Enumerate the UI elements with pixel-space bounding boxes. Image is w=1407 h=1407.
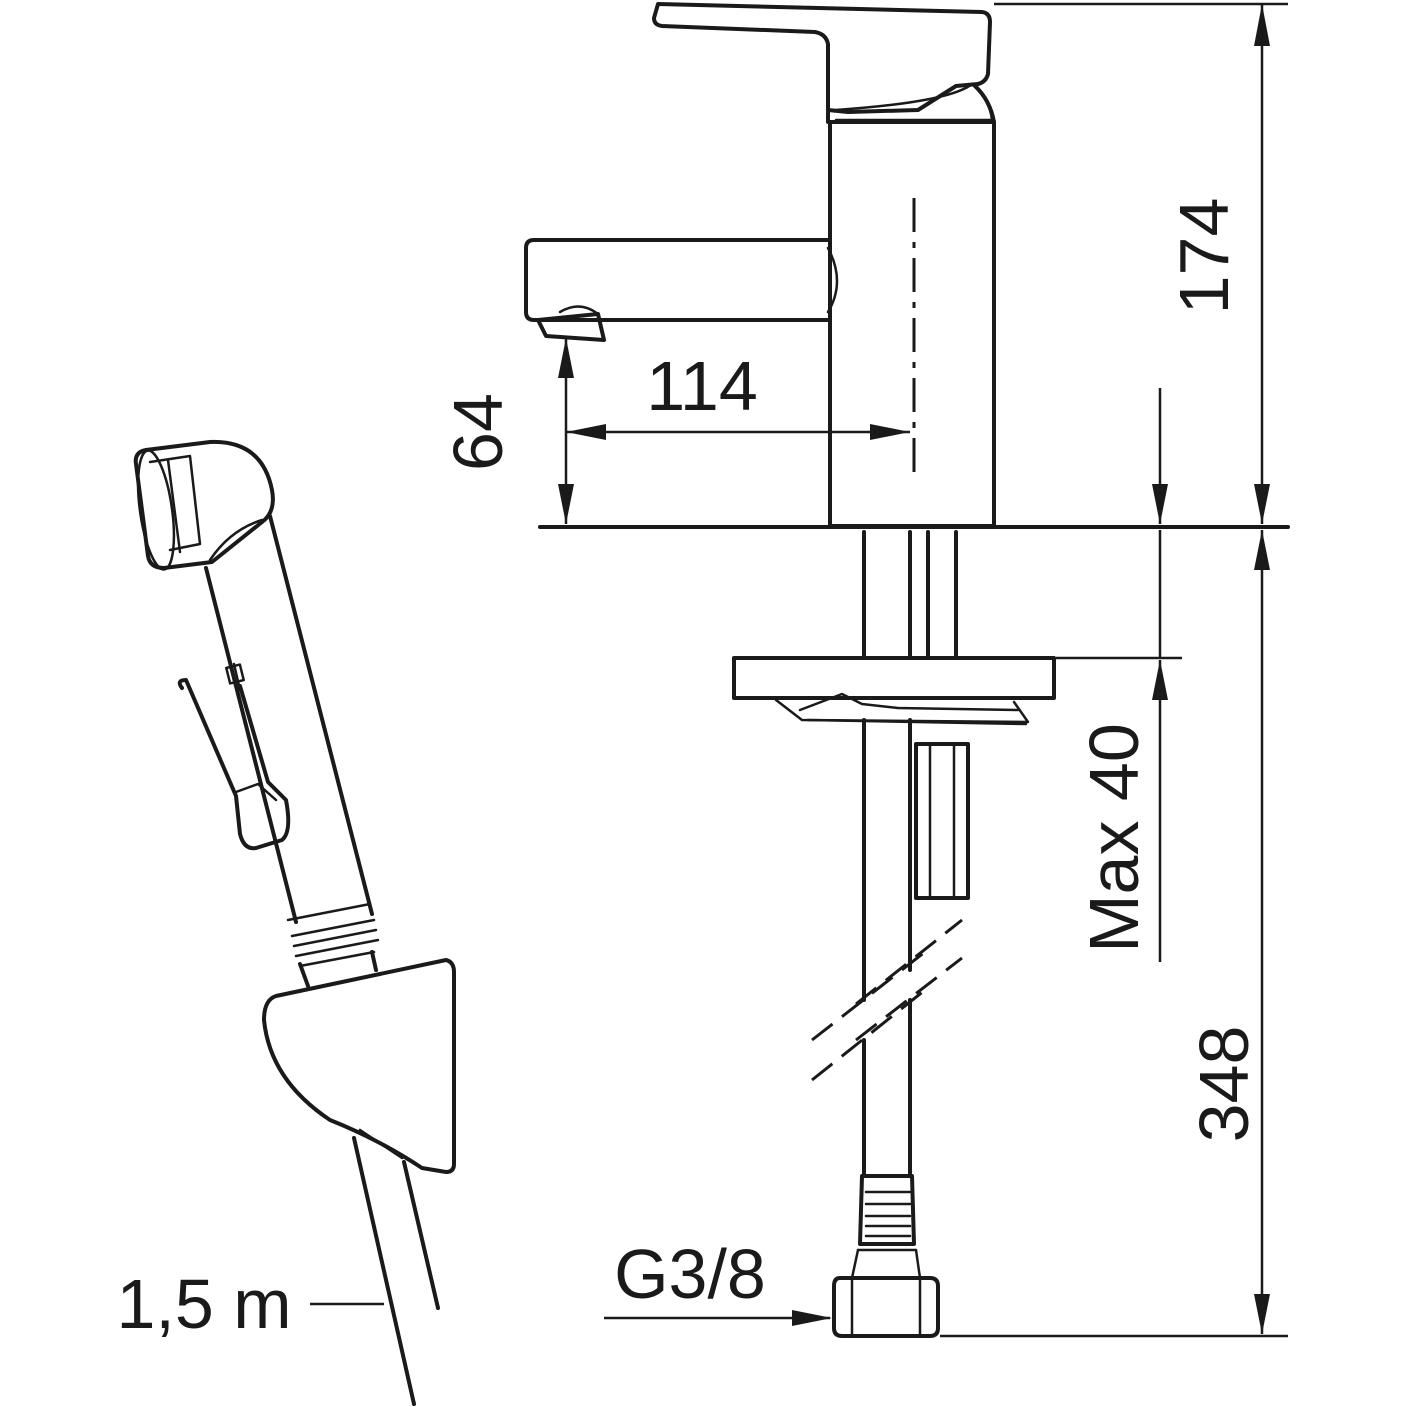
dimension-lines [310, 2, 1288, 1338]
hose-left [352, 1136, 416, 1406]
label-connection: G3/8 [614, 1235, 766, 1313]
faucet-lever [652, 2, 992, 114]
hose-fitting [858, 1174, 916, 1246]
mounting-hardware [732, 530, 1056, 1338]
trigger-lever [177, 678, 291, 851]
faucet-collar [826, 84, 996, 124]
dim-label-174: 174 [1165, 198, 1243, 315]
faucet [524, 2, 996, 528]
mounting-plate [732, 656, 1056, 700]
wall-holder [262, 958, 456, 1174]
dim-label-348: 348 [1185, 1026, 1263, 1143]
hose-right [402, 1160, 440, 1310]
handle-right [268, 514, 374, 916]
faucet-aerator [536, 312, 606, 342]
hand-shower [133, 439, 456, 1406]
dim-label-114: 114 [646, 347, 758, 425]
handle-left [204, 566, 298, 924]
spray-head [133, 439, 275, 570]
faucet-spout [524, 238, 832, 322]
mounting-nut [914, 742, 970, 900]
dim-label-64: 64 [439, 393, 517, 471]
connection-nut [832, 1276, 940, 1338]
label-hose-length: 1,5 m [116, 1265, 291, 1343]
dim-label-max40: Max 40 [1075, 723, 1153, 953]
faucet-body [828, 120, 996, 528]
